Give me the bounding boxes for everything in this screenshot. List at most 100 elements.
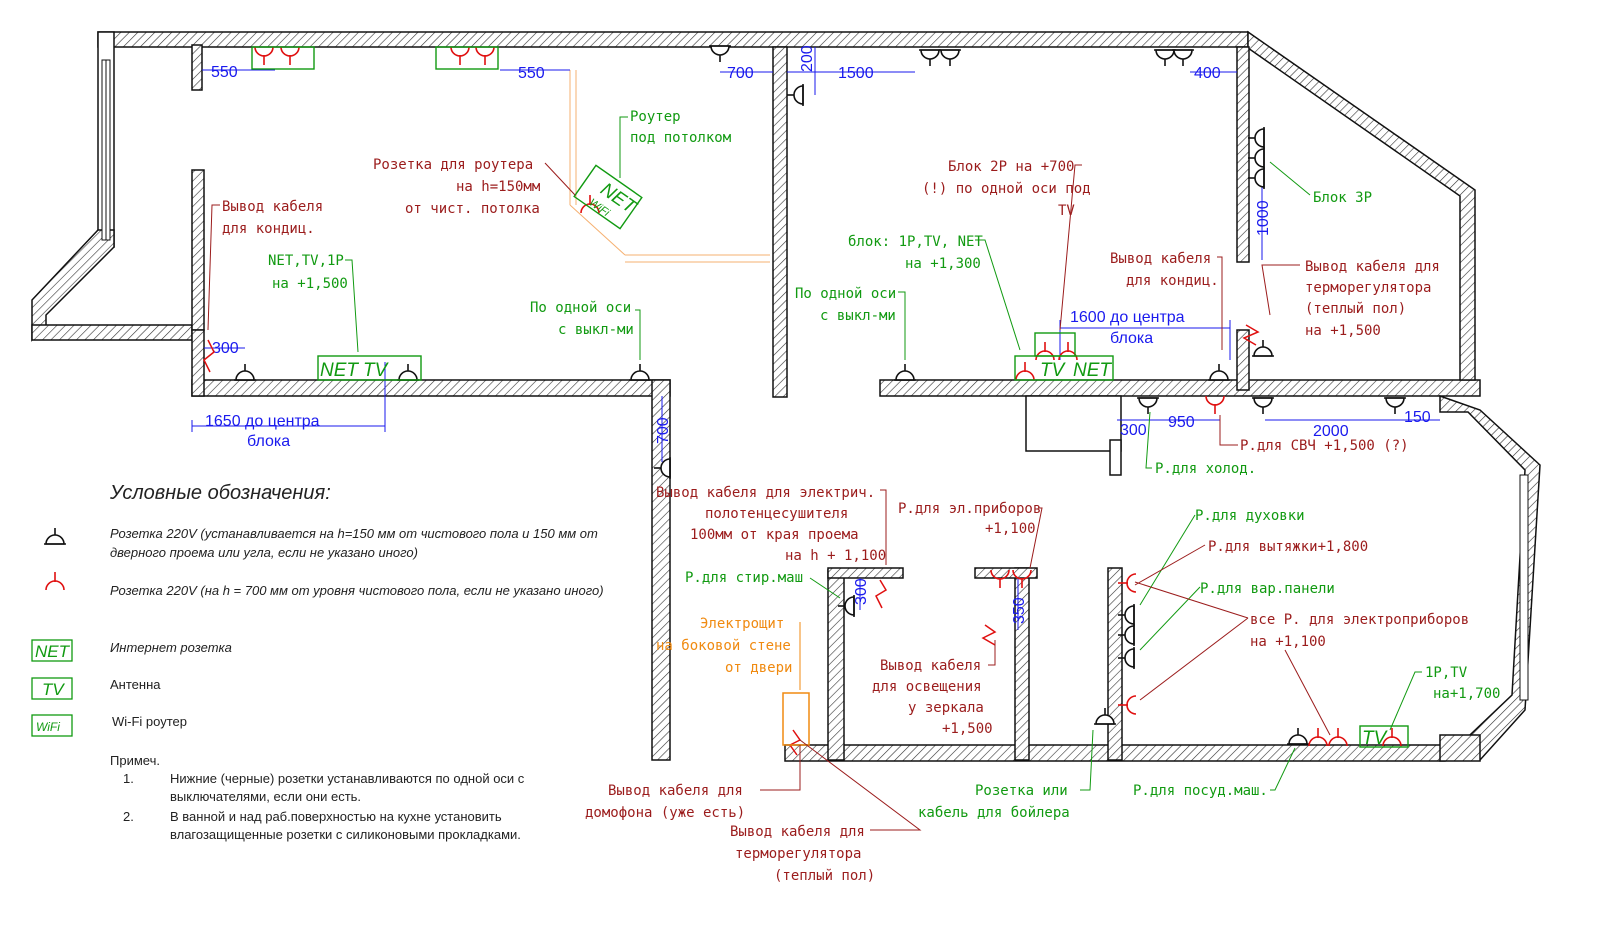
thermo-label-1: Вывод кабеля для bbox=[1305, 259, 1440, 275]
tv-symbol-kitchen: TV bbox=[1362, 728, 1389, 749]
all-appliances-label: все Р. для электроприборов bbox=[1250, 612, 1469, 628]
tv-symbol-living: TV bbox=[363, 360, 390, 381]
appliance-label: Р.для эл.приборов bbox=[898, 501, 1041, 517]
axis-label-1: По одной оси bbox=[530, 300, 631, 316]
legend-wifi: Wi-Fi роутер bbox=[112, 714, 188, 729]
dim-550-a: 550 bbox=[211, 64, 238, 81]
dim-550-b: 550 bbox=[518, 65, 545, 82]
thermo-label-3: (теплый пол) bbox=[1305, 301, 1406, 317]
note-1: Нижние (черные) розетки устанавливаются … bbox=[170, 771, 525, 804]
washer-label: Р.для стир.маш bbox=[685, 570, 803, 586]
note-2: В ванной и над раб.поверхностью на кухне… bbox=[170, 809, 521, 842]
panel-label: Электрощит bbox=[700, 616, 784, 632]
net-symbol-bedroom: NET bbox=[1073, 360, 1112, 381]
router-wiring bbox=[569, 70, 770, 263]
mirror-light-label-4: +1,500 bbox=[942, 721, 993, 737]
note-2-number: 2. bbox=[123, 809, 134, 824]
thermo-label-2: терморегулятора bbox=[1305, 280, 1431, 296]
mirror-light-label-2: для освещения bbox=[872, 679, 982, 695]
annotations: Роутер под потолком NET,TV,1P на +1,500 … bbox=[222, 109, 1500, 884]
legend-net-symbol: NET bbox=[35, 642, 71, 661]
panel-label-3: от двери bbox=[725, 660, 792, 676]
notes-title: Примеч. bbox=[110, 753, 160, 768]
mirror-light-label: Вывод кабеля bbox=[880, 658, 981, 674]
all-appliances-height: на +1,100 bbox=[1250, 634, 1326, 650]
thermo-label-5: Вывод кабеля для bbox=[730, 824, 865, 840]
dim-1500: 1500 bbox=[838, 65, 874, 82]
towel-dryer-label-3: 100мм от края проема bbox=[690, 527, 859, 543]
oven-label: Р.для духовки bbox=[1195, 508, 1305, 524]
walls bbox=[31, 30, 1541, 762]
legend-wifi-symbol: WiFi bbox=[36, 720, 60, 734]
block-3p-label: Блок 3P bbox=[1313, 190, 1372, 206]
tv-symbol-bedroom: TV bbox=[1040, 360, 1067, 381]
legend-black-socket: Розетка 220V (устанавливается на h=150 м… bbox=[110, 526, 598, 560]
towel-dryer-label: Вывод кабеля для электрич. bbox=[656, 485, 875, 501]
dim-300-c: 300 bbox=[853, 578, 870, 605]
block-2p-label-3: TV bbox=[1058, 203, 1075, 219]
dishwasher-label: Р.для посуд.маш. bbox=[1133, 783, 1268, 799]
legend-black-socket-icon bbox=[43, 527, 67, 545]
intercom-label-2: домофона (уже есть) bbox=[585, 805, 745, 821]
boiler-label: Розетка или bbox=[975, 783, 1068, 799]
thermo-label-4: на +1,500 bbox=[1305, 323, 1381, 339]
dimension-values: 550 550 700 200 1500 400 1000 300 1650 д… bbox=[205, 45, 1431, 624]
legend-red-socket-icon bbox=[45, 571, 65, 591]
towel-dryer-label-4: на h + 1,100 bbox=[785, 548, 886, 564]
thermo-label-6: терморегулятора bbox=[735, 846, 861, 862]
axis-label-1b: с выкл-ми bbox=[558, 322, 634, 338]
dimension-lines bbox=[191, 47, 1440, 630]
note-1-number: 1. bbox=[123, 771, 134, 786]
hob-label: Р.для вар.панели bbox=[1200, 581, 1335, 597]
ac-cable-label-1: Вывод кабеля bbox=[222, 199, 323, 215]
dim-300-a: 300 bbox=[212, 340, 239, 357]
net-symbol-living: NET bbox=[320, 360, 359, 381]
intercom-label: Вывод кабеля для bbox=[608, 783, 743, 799]
ac-cable-label-2b: для кондиц. bbox=[1126, 273, 1219, 289]
ac-cable-label-1b: для кондиц. bbox=[222, 221, 315, 237]
towel-dryer-label-2: полотенцесушителя bbox=[705, 506, 848, 522]
dim-700-top: 700 bbox=[727, 65, 754, 82]
microwave-label: Р.для СВЧ +1,500 (?) bbox=[1240, 438, 1409, 454]
socket-block-symbols: NET TV TV NET TV NET WiFi bbox=[320, 179, 1389, 749]
leaders bbox=[207, 116, 1422, 831]
block-2p-label: Блок 2P на +700 bbox=[948, 159, 1074, 175]
router-label: Роутер bbox=[630, 109, 681, 125]
legend-red-socket: Розетка 220V (на h = 700 мм от уровня чи… bbox=[110, 583, 604, 598]
dim-700-right: 700 bbox=[655, 417, 672, 444]
dim-400: 400 bbox=[1194, 65, 1221, 82]
dim-950: 950 bbox=[1168, 414, 1195, 431]
appliance-height: +1,100 bbox=[985, 521, 1036, 537]
hood-label: Р.для вытяжки+1,800 bbox=[1208, 539, 1368, 555]
router-label-2: под потолком bbox=[630, 130, 732, 146]
fridge-label: Р.для холод. bbox=[1155, 461, 1256, 477]
dim-1650-b: блока bbox=[247, 433, 290, 450]
router-socket-label-3: от чист. потолка bbox=[405, 201, 540, 217]
net-tv-1p-height: на +1,500 bbox=[272, 276, 348, 292]
router-socket-label-2: на h=150мм bbox=[456, 179, 541, 195]
block-1p-label: блок: 1P,TV, NET bbox=[848, 234, 983, 250]
dim-1000: 1000 bbox=[1255, 200, 1272, 236]
dim-150: 150 bbox=[1404, 409, 1431, 426]
dim-1600-b: блока bbox=[1110, 330, 1153, 347]
axis-label-2b: с выкл-ми bbox=[820, 308, 896, 324]
net-tv-1p-label: NET,TV,1P bbox=[268, 253, 344, 269]
axis-label-2: По одной оси bbox=[795, 286, 896, 302]
windows bbox=[101, 59, 1529, 701]
dim-200: 200 bbox=[799, 45, 816, 72]
boiler-label-2: кабель для бойлера bbox=[918, 805, 1070, 821]
block-2p-label-2: (!) по одной оси под bbox=[922, 181, 1091, 197]
legend-net: Интернет розетка bbox=[110, 640, 232, 655]
mirror-light-label-3: у зеркала bbox=[908, 700, 984, 716]
dim-300-b: 300 bbox=[1120, 422, 1147, 439]
kitchen-1p-height: на+1,700 bbox=[1433, 686, 1500, 702]
dim-2000: 2000 bbox=[1313, 423, 1349, 440]
legend-symbols: NET TV WiFi bbox=[31, 527, 73, 737]
electric-panel bbox=[782, 692, 810, 746]
legend-tv-symbol: TV bbox=[42, 680, 65, 699]
dim-350: 350 bbox=[1011, 597, 1028, 624]
legend-title: Условные обозначения: bbox=[110, 482, 331, 504]
socket-blocks bbox=[251, 46, 1409, 748]
kitchen-1p-label: 1P,TV bbox=[1425, 665, 1468, 681]
dim-1600: 1600 до центра bbox=[1070, 309, 1185, 326]
